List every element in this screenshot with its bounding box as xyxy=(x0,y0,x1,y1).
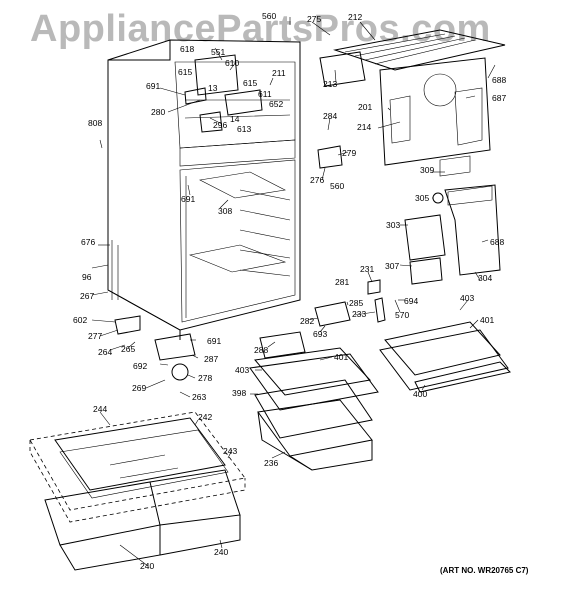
small-parts xyxy=(114,54,386,381)
callout-242: 242 xyxy=(198,412,213,422)
callout-211: 211 xyxy=(272,68,286,78)
callout-305: 305 xyxy=(415,193,430,203)
callout-307: 307 xyxy=(385,261,400,271)
callout-808: 808 xyxy=(88,118,103,128)
callout-304: 304 xyxy=(478,273,493,283)
callout-240-b: 240 xyxy=(214,547,229,557)
callout-618: 618 xyxy=(180,44,195,54)
callout-652: 652 xyxy=(269,99,284,109)
callout-284: 284 xyxy=(323,111,338,121)
callout-560-b: 560 xyxy=(330,181,345,191)
callout-277: 277 xyxy=(88,331,103,341)
callout-279: 279 xyxy=(342,148,357,158)
callout-309: 309 xyxy=(420,165,435,175)
callout-233: 233 xyxy=(352,309,367,319)
callout-96: 96 xyxy=(82,272,92,282)
callout-694: 694 xyxy=(404,296,419,306)
callout-285: 285 xyxy=(349,298,364,308)
rear-duct-panel xyxy=(379,57,491,177)
glass-shelves xyxy=(249,321,511,439)
callout-308: 308 xyxy=(218,206,233,216)
callout-611: 611 xyxy=(258,89,272,99)
crisper-cover-assembly xyxy=(29,411,246,523)
callout-610: 610 xyxy=(225,58,240,68)
callout-560: 560 xyxy=(262,11,277,21)
callout-281: 281 xyxy=(335,277,350,287)
callout-691-c: 691 xyxy=(207,336,222,346)
callout-275: 275 xyxy=(307,14,322,24)
callout-282: 282 xyxy=(300,316,315,326)
callout-269: 269 xyxy=(132,383,147,393)
callout-398: 398 xyxy=(232,388,247,398)
callout-401: 401 xyxy=(480,315,495,325)
callout-264: 264 xyxy=(98,347,113,357)
callout-13: 13 xyxy=(208,83,218,93)
callout-280: 280 xyxy=(151,107,166,117)
callout-201: 201 xyxy=(358,102,373,112)
callout-214: 214 xyxy=(357,122,372,132)
callout-303: 303 xyxy=(386,220,401,230)
callout-296: 296 xyxy=(213,120,228,130)
crisper-drawers xyxy=(44,469,241,571)
callout-687: 687 xyxy=(492,93,507,103)
callout-263: 263 xyxy=(192,392,207,402)
crisper-drawer xyxy=(257,399,373,471)
callout-615-b: 615 xyxy=(243,78,258,88)
callout-400: 400 xyxy=(413,389,428,399)
callout-243: 243 xyxy=(223,446,238,456)
callout-276: 276 xyxy=(310,175,325,185)
callout-570: 570 xyxy=(395,310,410,320)
callout-14: 14 xyxy=(230,114,240,124)
callout-691: 691 xyxy=(146,81,161,91)
callout-267: 267 xyxy=(80,291,95,301)
callout-244: 244 xyxy=(93,404,108,414)
callout-688: 688 xyxy=(492,75,507,85)
air-duct xyxy=(404,184,501,285)
callout-403-b: 403 xyxy=(235,365,250,375)
callout-240: 240 xyxy=(140,561,155,571)
callout-688-b: 688 xyxy=(490,237,505,247)
art-number: (ART NO. WR20765 C7) xyxy=(440,566,529,575)
watermark: AppliancePartsPros.com xyxy=(30,8,491,50)
callout-287: 287 xyxy=(204,354,219,364)
callout-692: 692 xyxy=(133,361,148,371)
top-shelf xyxy=(319,29,506,87)
callout-691-b: 691 xyxy=(181,194,196,204)
callout-265: 265 xyxy=(121,344,136,354)
callout-676: 676 xyxy=(81,237,96,247)
callout-401-b: 401 xyxy=(334,352,349,362)
callout-288: 288 xyxy=(254,345,269,355)
callout-213: 213 xyxy=(323,79,338,89)
callout-278: 278 xyxy=(198,373,213,383)
callout-236: 236 xyxy=(264,458,279,468)
callout-613: 613 xyxy=(237,124,252,134)
leader-lines xyxy=(91,17,496,567)
callout-602: 602 xyxy=(73,315,88,325)
callout-615: 615 xyxy=(178,67,193,77)
callout-693: 693 xyxy=(313,329,328,339)
refrigerator-cabinet xyxy=(107,39,301,340)
callout-551: 551 xyxy=(211,47,226,57)
callout-231: 231 xyxy=(360,264,375,274)
callout-212: 212 xyxy=(348,12,363,22)
callout-403: 403 xyxy=(460,293,475,303)
